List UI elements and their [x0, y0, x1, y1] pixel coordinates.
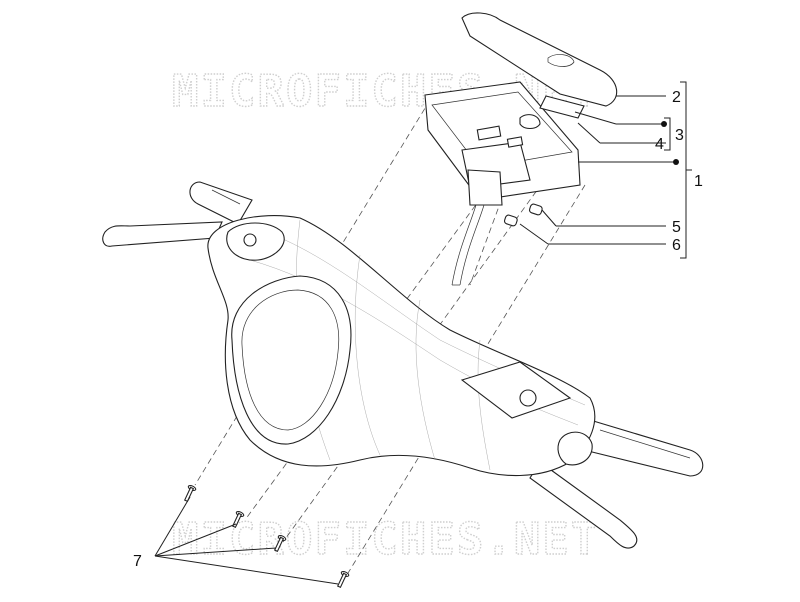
- callout-1: 1: [694, 173, 703, 190]
- callout-2: 2: [672, 89, 681, 106]
- rubber-blocks: [503, 203, 543, 227]
- screws: [183, 484, 350, 589]
- callout-3: 3: [675, 127, 684, 144]
- callout-6: 6: [672, 237, 681, 254]
- instrument-cluster: [424, 81, 581, 286]
- callout-7: 7: [133, 553, 142, 570]
- callout-numbers: 2 3 4 1 5 6 7: [133, 89, 703, 570]
- lens-piece: [539, 95, 585, 119]
- instrument-top-cover: [461, 12, 618, 107]
- leader-lines: [154, 81, 692, 585]
- callout-5: 5: [672, 219, 681, 236]
- watermark-bottom: MICROFICHES.NET: [172, 514, 599, 565]
- callout-4: 4: [655, 136, 664, 153]
- handlebar-assembly: [102, 181, 704, 549]
